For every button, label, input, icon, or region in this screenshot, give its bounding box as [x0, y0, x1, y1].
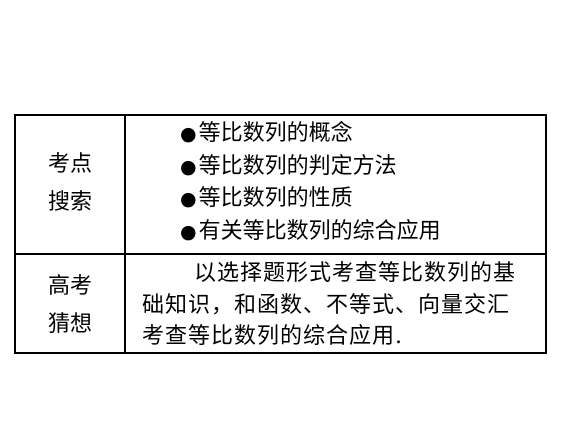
list-item: ●有关等比数列的综合应用: [180, 216, 441, 249]
paragraph-line: 考查等比数列的综合应用.: [142, 324, 403, 349]
prediction-paragraph: 以选择题形式考查等比数列的基 础知识，和函数、不等式、向量交汇 考查等比数列的综…: [142, 258, 542, 353]
row-divider: [16, 253, 545, 255]
column-divider: [124, 116, 126, 352]
list-item: ●等比数列的性质: [180, 183, 441, 216]
label-line: 猜想: [47, 312, 92, 337]
label-line: 高考: [47, 274, 92, 299]
list-item: ●等比数列的概念: [180, 118, 441, 151]
list-item-text: 等比数列的概念: [198, 121, 353, 146]
list-item-text: 等比数列的性质: [198, 186, 353, 211]
content-table: 考点 搜索 ●等比数列的概念 ●等比数列的判定方法 ●等比数列的性质 ●有关等比…: [14, 114, 547, 354]
list-item: ●等比数列的判定方法: [180, 151, 441, 184]
paragraph-line: 础知识，和函数、不等式、向量交汇: [142, 292, 511, 318]
label-line: 考点: [47, 152, 92, 177]
bullet-icon: ●: [180, 123, 197, 145]
list-item-text: 有关等比数列的综合应用: [198, 218, 441, 244]
label-line: 搜索: [47, 190, 92, 215]
bullet-icon: ●: [180, 220, 197, 243]
paragraph-line-text: 以选择题形式考查等比数列的基: [194, 261, 517, 286]
row-label-gaokao-caixiang: 高考 猜想: [16, 268, 124, 344]
paragraph-line: 以选择题形式考查等比数列的基: [142, 258, 542, 290]
bullet-icon: ●: [180, 188, 197, 210]
list-item-text: 等比数列的判定方法: [198, 153, 397, 179]
topic-list: ●等比数列的概念 ●等比数列的判定方法 ●等比数列的性质 ●有关等比数列的综合应…: [180, 118, 441, 248]
bullet-icon: ●: [180, 155, 197, 178]
row-label-kaodian-sousuo: 考点 搜索: [16, 146, 124, 222]
